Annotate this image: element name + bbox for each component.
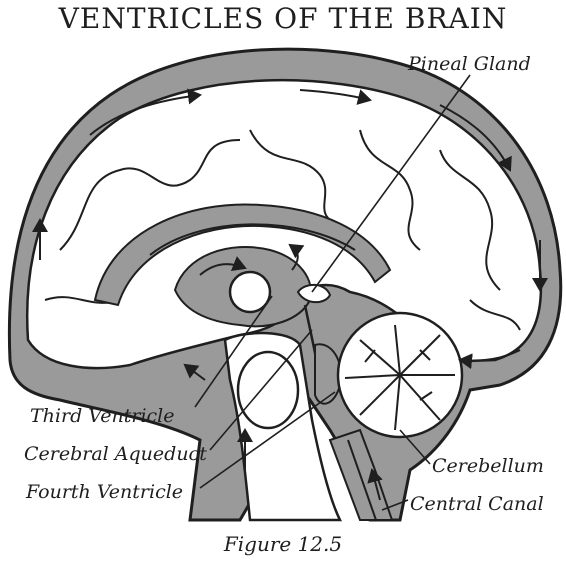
label-pineal-gland: Pineal Gland bbox=[407, 53, 531, 75]
label-cerebral-aqueduct: Cerebral Aqueduct bbox=[24, 443, 207, 465]
gyri-lines bbox=[44, 129, 521, 331]
pineal-gland-shape bbox=[296, 283, 332, 304]
label-cerebellum: Cerebellum bbox=[432, 455, 544, 477]
thalamus bbox=[228, 270, 272, 314]
arbor-vitae bbox=[344, 324, 455, 431]
csf-flow-arrows bbox=[32, 88, 548, 501]
figure-caption: Figure 12.5 bbox=[223, 532, 343, 556]
central-canal-line bbox=[347, 439, 377, 521]
leader-lines bbox=[194, 74, 471, 511]
label-third-ventricle: Third Ventricle bbox=[30, 405, 175, 427]
label-central-canal: Central Canal bbox=[410, 493, 544, 515]
pons bbox=[236, 350, 300, 430]
corpus-callosum bbox=[149, 223, 356, 256]
label-fourth-ventricle: Fourth Ventricle bbox=[25, 481, 183, 503]
lateral-ventricle bbox=[93, 203, 392, 307]
diagram-title: VENTRICLES OF THE BRAIN bbox=[58, 2, 508, 35]
